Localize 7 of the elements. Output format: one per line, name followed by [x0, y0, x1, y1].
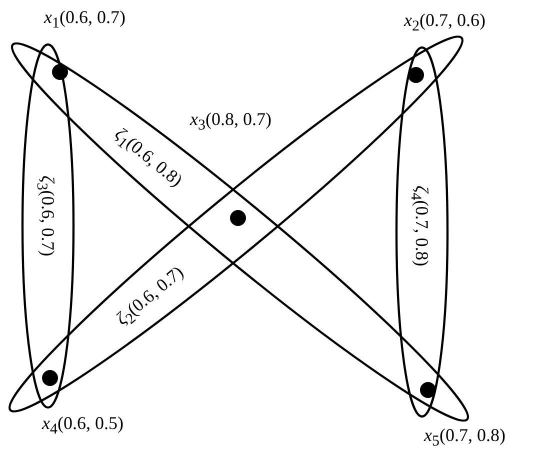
vertex-label: x$_{4}$(0.6, 0.5): [42, 414, 124, 438]
hyperedge-ellipse: [21, 43, 75, 409]
hyperedge-ellipse: [395, 46, 449, 418]
vertex-label: x$_{5}$(0.7, 0.8): [424, 426, 506, 450]
vertex-label: x$_{1}$(0.6, 0.7): [44, 8, 126, 32]
vertex-label: x$_{2}$(0.7, 0.6): [404, 11, 486, 35]
vertex-label: x$_{3}$(0.8, 0.7): [190, 110, 272, 134]
